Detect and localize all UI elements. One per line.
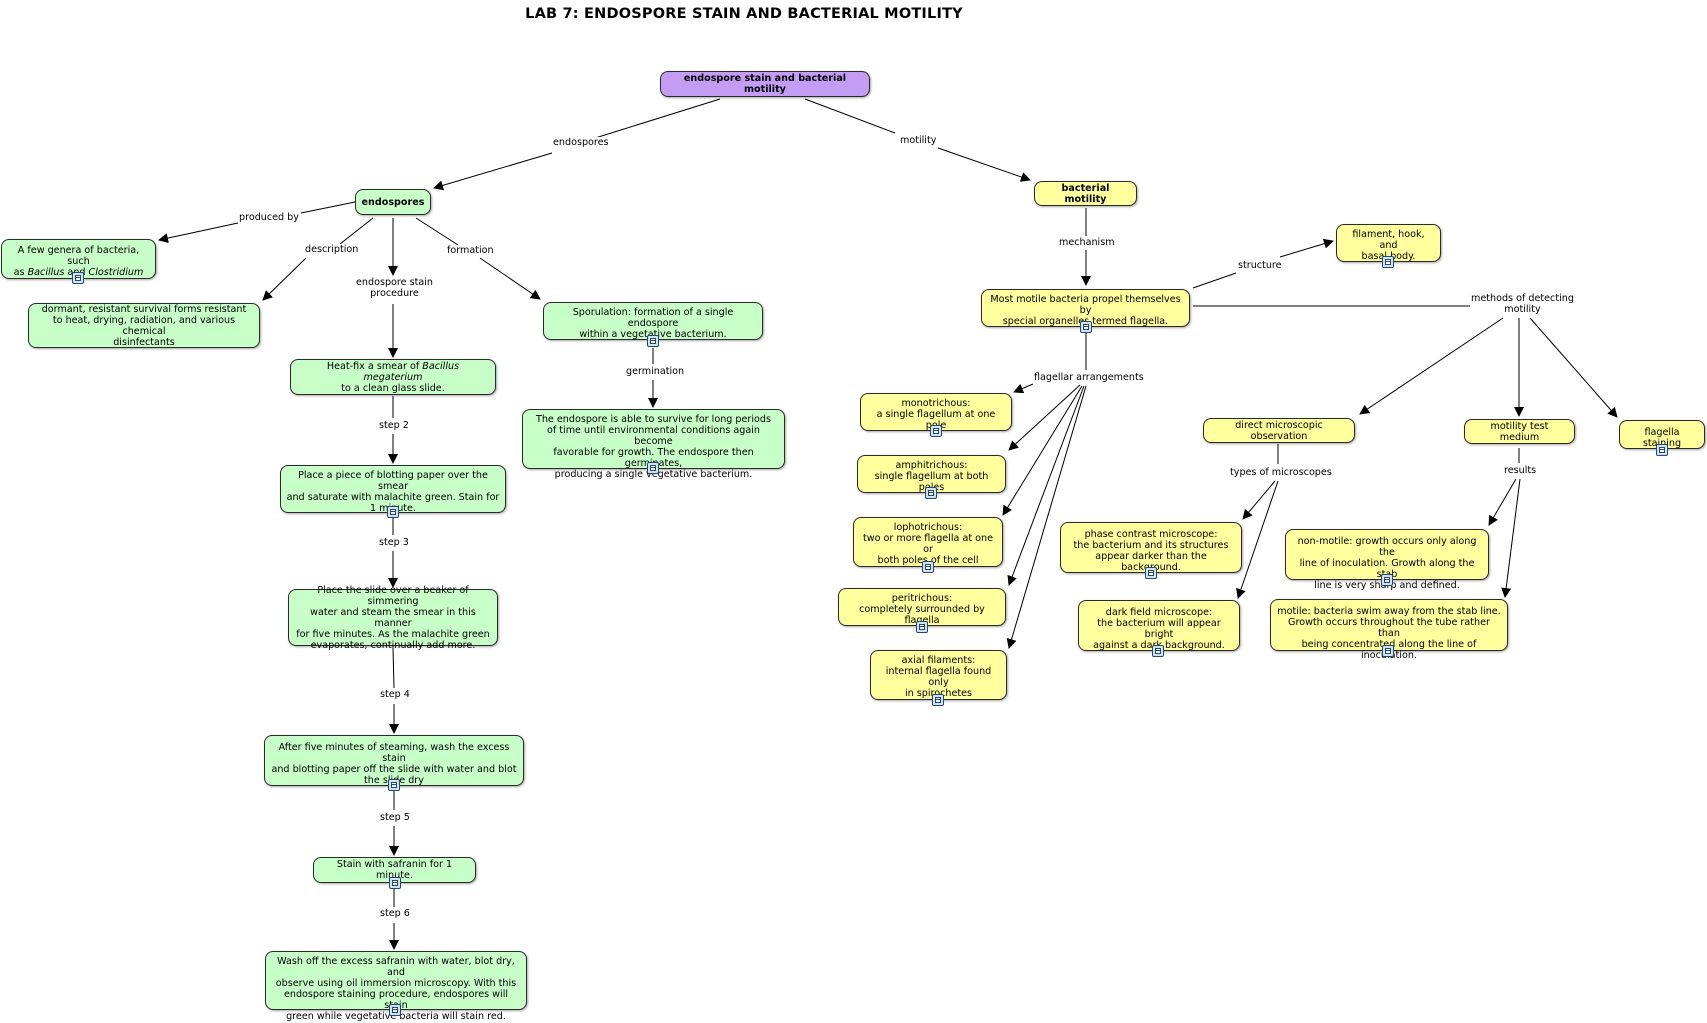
link-label-step-4: step 4: [379, 689, 411, 700]
procedure-step-5[interactable]: Stain with safranin for 1 minute.: [313, 857, 476, 883]
bacterial-motility-concept[interactable]: bacterial motility: [1034, 181, 1137, 206]
link-label-formation: formation: [446, 245, 495, 256]
document-resource-icon[interactable]: [389, 1004, 401, 1016]
procedure-step-4[interactable]: After five minutes of steaming, wash the…: [264, 735, 524, 786]
document-resource-icon[interactable]: [1381, 574, 1393, 586]
step1-text-a: Heat-fix a smear of: [326, 360, 423, 372]
document-resource-icon[interactable]: [1145, 567, 1157, 579]
document-resource-icon[interactable]: [1152, 645, 1164, 657]
motility-test-medium-concept[interactable]: motility test medium: [1464, 419, 1575, 444]
link-label-motility: motility: [899, 135, 938, 146]
link-label-results: results: [1503, 465, 1538, 476]
document-resource-icon[interactable]: [387, 506, 399, 518]
species-bacillus-megaterium: Bacillus megaterium: [363, 360, 460, 383]
direct-observation-concept[interactable]: direct microscopic observation: [1203, 418, 1355, 443]
germination-concept[interactable]: The endospore is able to survive for lon…: [522, 409, 785, 480]
phase-contrast-concept[interactable]: phase contrast microscope: the bacterium…: [1060, 522, 1242, 573]
link-label-endospores: endospores: [552, 137, 610, 148]
document-resource-icon[interactable]: [925, 487, 937, 499]
lophotrichous-concept[interactable]: lophotrichous: two or more flagella at o…: [853, 517, 1003, 567]
page-title: LAB 7: ENDOSPORE STAIN AND BACTERIAL MOT…: [525, 6, 963, 22]
procedure-step-2[interactable]: Place a piece of blotting paper over the…: [280, 465, 506, 514]
document-resource-icon[interactable]: [932, 694, 944, 706]
endospore-description-concept[interactable]: dormant, resistant survival forms resist…: [28, 303, 260, 348]
link-label-step-5: step 5: [379, 812, 411, 823]
procedure-step-3[interactable]: Place the slide over a beaker of simmeri…: [288, 585, 498, 651]
document-resource-icon[interactable]: [922, 561, 934, 573]
endospores-concept[interactable]: endospores: [355, 189, 431, 215]
link-label-mechanism: mechanism: [1058, 237, 1116, 248]
motile-result-concept[interactable]: motile: bacteria swim away from the stab…: [1270, 599, 1508, 661]
axial-filaments-concept[interactable]: axial filaments: internal flagella found…: [870, 650, 1007, 700]
document-resource-icon[interactable]: [1080, 321, 1092, 333]
link-label-methods-of-detecting: methods of detecting motility: [1470, 293, 1575, 315]
genus-bacillus: Bacillus: [27, 267, 65, 278]
genus-clostridium: Clostridium: [88, 267, 144, 278]
link-label-types-of-microscopes: types of microscopes: [1229, 467, 1333, 478]
root-concept[interactable]: endospore stain and bacterial motility: [660, 71, 870, 97]
document-resource-icon[interactable]: [647, 335, 659, 347]
document-resource-icon[interactable]: [1656, 444, 1668, 456]
procedure-step-6[interactable]: Wash off the excess safranin with water,…: [265, 951, 527, 1022]
document-resource-icon[interactable]: [1382, 256, 1394, 268]
dark-field-concept[interactable]: dark field microscope: the bacterium wil…: [1078, 600, 1240, 651]
link-label-step-6: step 6: [379, 908, 411, 919]
flagellum-structure-concept[interactable]: filament, hook, and basal body.: [1336, 224, 1441, 262]
document-resource-icon[interactable]: [647, 462, 659, 474]
link-label-procedure: endospore stain procedure: [355, 277, 434, 299]
link-label-flagellar-arrangements: flagellar arrangements: [1033, 372, 1145, 383]
link-label-produced-by: produced by: [238, 212, 300, 223]
link-label-germination: germination: [625, 366, 686, 377]
non-motile-result-concept[interactable]: non-motile: growth occurs only along the…: [1285, 529, 1489, 591]
peritrichous-concept[interactable]: peritrichous: completely surrounded by f…: [838, 588, 1006, 626]
link-label-structure: structure: [1237, 260, 1283, 271]
document-resource-icon[interactable]: [72, 272, 84, 284]
monotrichous-concept[interactable]: monotrichous: a single flagellum at one …: [860, 393, 1012, 431]
document-resource-icon[interactable]: [930, 425, 942, 437]
step1-text-b: to a clean glass slide.: [341, 382, 445, 394]
link-label-step-2: step 2: [378, 420, 410, 431]
link-label-description: description: [304, 244, 360, 255]
genera-line2-prefix: as: [13, 267, 28, 278]
document-resource-icon[interactable]: [388, 779, 400, 791]
flagella-concept[interactable]: Most motile bacteria propel themselves b…: [981, 289, 1190, 327]
document-resource-icon[interactable]: [1382, 645, 1394, 657]
link-label-step-3: step 3: [378, 537, 410, 548]
genera-line1: A few genera of bacteria, such: [17, 245, 140, 267]
document-resource-icon[interactable]: [916, 621, 928, 633]
document-resource-icon[interactable]: [389, 877, 401, 889]
